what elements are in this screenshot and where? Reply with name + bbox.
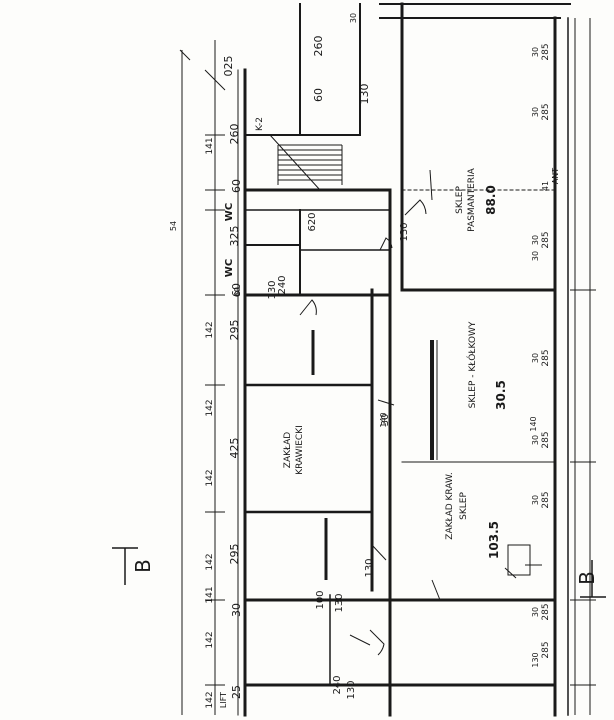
dimension-label: 325 [228, 226, 241, 247]
dimension-label: 142 [205, 631, 215, 648]
dimension-label: 285 [541, 103, 551, 120]
dimension-label: 30 [531, 435, 540, 445]
dimension-label: 30 [531, 47, 540, 57]
room-name: KRAWIECKI [295, 425, 305, 475]
dimension-label: 295 [228, 320, 241, 341]
dimension-label: 140 [529, 416, 538, 431]
dimension-labels: 025 260 60 325 60 295 425 295 30 25 260 60 130 620 130… [169, 13, 560, 709]
room-area: 103.5 [487, 521, 501, 559]
dimension-label: LIFT [219, 692, 228, 708]
dimension-label: ANT [551, 168, 560, 184]
dimension-label: 30 [531, 235, 540, 245]
dimension-label: 100 [315, 590, 326, 609]
room-name: SKLEP - KŁÓŁKOWY [466, 321, 478, 408]
room-name: ZAKŁAD KRAW. [445, 472, 455, 539]
dimension-label: 30 [531, 353, 540, 363]
dimension-label: 285 [541, 641, 551, 658]
dimension-label: 240 [277, 275, 288, 294]
wc-label: WC [224, 203, 235, 221]
dimension-label: 30 [230, 603, 243, 617]
dimension-label: 130 [531, 652, 540, 667]
section-marker-left: B [131, 559, 155, 573]
dimension-label: 142 [205, 553, 215, 570]
dimension-label: 60 [312, 88, 325, 102]
dimension-label: 285 [541, 43, 551, 60]
dimension-label: 425 [228, 438, 241, 459]
stair-label: K-2 [255, 117, 265, 131]
dimension-chain-right [570, 18, 596, 715]
dimension-label: 142 [205, 321, 215, 338]
dimension-chain-left [179, 40, 226, 715]
dimension-label: 260 [312, 36, 325, 57]
section-markers [112, 547, 606, 598]
dimension-label: 142 [205, 469, 215, 486]
room-area: 88.0 [484, 185, 498, 215]
dimension-label: 130 [399, 222, 410, 241]
dimension-label: 285 [541, 491, 551, 508]
dimension-label: 285 [541, 349, 551, 366]
dimension-label: 60 [230, 179, 243, 193]
dimension-label: 130 [358, 84, 371, 105]
dimension-label: 140 [379, 412, 388, 427]
dimension-label: 25 [230, 685, 243, 699]
dimension-label: 30 [349, 13, 358, 23]
dimension-label: 30 [380, 414, 391, 427]
dimension-label: 130 [334, 593, 345, 612]
dimension-label: 130 [346, 680, 357, 699]
section-marker-right: B [575, 571, 599, 585]
dimension-label: 30 [531, 495, 540, 505]
dimension-label: 025 [222, 56, 235, 77]
dimension-label: 30 [531, 607, 540, 617]
dimension-label: 130 [267, 280, 278, 299]
dimension-label: 620 [307, 212, 318, 231]
dimension-label: 141 [205, 586, 215, 603]
dimension-label: 142 [205, 691, 215, 708]
room-area: 30.5 [494, 380, 508, 410]
dimension-label: 60 [230, 283, 243, 297]
room-name: ZAKŁAD [283, 432, 293, 468]
room-name: SKLEP [459, 492, 469, 520]
wc-label: WC [224, 259, 235, 277]
dimension-label: 285 [541, 231, 551, 248]
doors [299, 169, 542, 656]
dimension-label: 60 [233, 287, 242, 297]
dimension-label: 142 [205, 399, 215, 416]
partitions [311, 330, 531, 580]
dimension-label: 285 [541, 431, 551, 448]
dimension-label: 141 [205, 137, 215, 154]
room-name: PASMANTERIA [467, 167, 477, 231]
dimension-label: 30 [531, 107, 540, 117]
dimension-label: 285 [541, 603, 551, 620]
dimension-label: 240 [332, 675, 343, 694]
staircase [269, 134, 343, 191]
dimension-label: 260 [228, 124, 241, 145]
structure-walls [237, 2, 571, 717]
dimension-label: 295 [228, 544, 241, 565]
room-name: SKLEP [455, 186, 465, 214]
dimension-label: 54 [169, 221, 178, 231]
dimension-label: 30 [531, 251, 540, 261]
dimension-label: 41 [541, 181, 550, 191]
dimension-label: 130 [364, 558, 375, 577]
